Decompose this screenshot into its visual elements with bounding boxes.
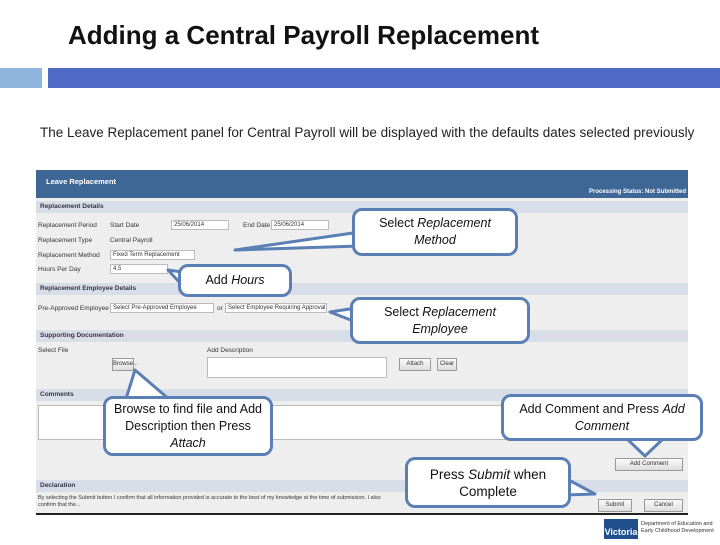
callout-emphasis: Attach bbox=[170, 435, 206, 450]
declaration-text: By selecting the Submit button I confirm… bbox=[38, 495, 381, 508]
clear-button[interactable]: Clear bbox=[437, 358, 457, 371]
callout-text: Browse to find file and Add Description … bbox=[113, 401, 262, 433]
callout-text: Select bbox=[379, 216, 418, 230]
or-label: or bbox=[217, 305, 223, 312]
preapproved-label: Pre-Approved Employee bbox=[38, 305, 109, 312]
callout-emphasis: Submit bbox=[468, 466, 511, 482]
end-date-input[interactable]: 25/06/2014 bbox=[271, 220, 329, 230]
callout-emphasis: Hours bbox=[231, 273, 265, 287]
callout-submit: Press Submit when Complete bbox=[405, 457, 571, 508]
callout-text: Select bbox=[384, 304, 423, 319]
logo-mark: Victoria bbox=[604, 519, 638, 539]
description-textarea[interactable] bbox=[207, 357, 387, 378]
callout-text: when Complete bbox=[459, 466, 547, 499]
type-label: Replacement Type bbox=[38, 237, 93, 244]
browse-button[interactable]: Browse... bbox=[112, 358, 138, 371]
callout-select-employee: Select Replacement Employee bbox=[350, 297, 530, 344]
slide-title: Adding a Central Payroll Replacement bbox=[68, 20, 540, 50]
preapproved-select[interactable]: Select Pre-Approved Employee bbox=[110, 303, 214, 313]
type-value: Central Payroll bbox=[110, 237, 153, 244]
approval-select[interactable]: Select Employee Requiring Approval bbox=[225, 303, 327, 313]
callout-text: Add Comment and Press bbox=[519, 401, 663, 416]
callout-select-method: Select Replacement Method bbox=[352, 208, 518, 256]
pointer-method bbox=[233, 230, 362, 252]
submit-button[interactable]: Submit bbox=[598, 499, 632, 512]
method-label: Replacement Method bbox=[38, 252, 100, 259]
callout-emphasis: Replacement Employee bbox=[412, 304, 496, 336]
end-label: End Date bbox=[243, 222, 271, 229]
intro-text: The Leave Replacement panel for Central … bbox=[40, 125, 695, 140]
accent-square bbox=[0, 68, 42, 88]
section-replacement-details[interactable]: Replacement Details bbox=[36, 201, 688, 213]
callout-add-hours: Add Hours bbox=[178, 264, 292, 297]
method-select[interactable]: Fixed Term Replacement bbox=[110, 250, 195, 260]
callout-text: Press bbox=[429, 466, 469, 482]
status-text: Processing Status: Not Submitted bbox=[588, 189, 686, 195]
add-comment-button[interactable]: Add Comment bbox=[615, 458, 683, 471]
accent-bar bbox=[48, 68, 720, 88]
start-label: Start Date bbox=[110, 222, 140, 229]
panel-title: Leave Replacement bbox=[46, 177, 117, 186]
panel-header: Leave Replacement Processing Status: Not… bbox=[36, 170, 688, 198]
hours-label: Hours Per Day bbox=[38, 266, 81, 273]
callout-text: Add bbox=[205, 273, 232, 287]
cancel-button[interactable]: Cancel bbox=[644, 499, 683, 512]
start-date-input[interactable]: 25/06/2014 bbox=[171, 220, 229, 230]
attach-button[interactable]: Attach bbox=[399, 358, 431, 371]
desc-label: Add Description bbox=[207, 347, 253, 354]
file-label: Select File bbox=[38, 347, 69, 354]
callout-emphasis: Add Comment bbox=[574, 401, 685, 433]
callout-browse: Browse to find file and Add Description … bbox=[103, 396, 273, 456]
period-label: Replacement Period bbox=[38, 222, 97, 229]
callout-emphasis: Replacement Method bbox=[414, 216, 491, 247]
department-name: Department of Education and Early Childh… bbox=[641, 521, 714, 534]
callout-add-comment: Add Comment and Press Add Comment bbox=[501, 394, 703, 441]
victoria-logo: Victoria Department of Education and Ear… bbox=[604, 519, 716, 539]
